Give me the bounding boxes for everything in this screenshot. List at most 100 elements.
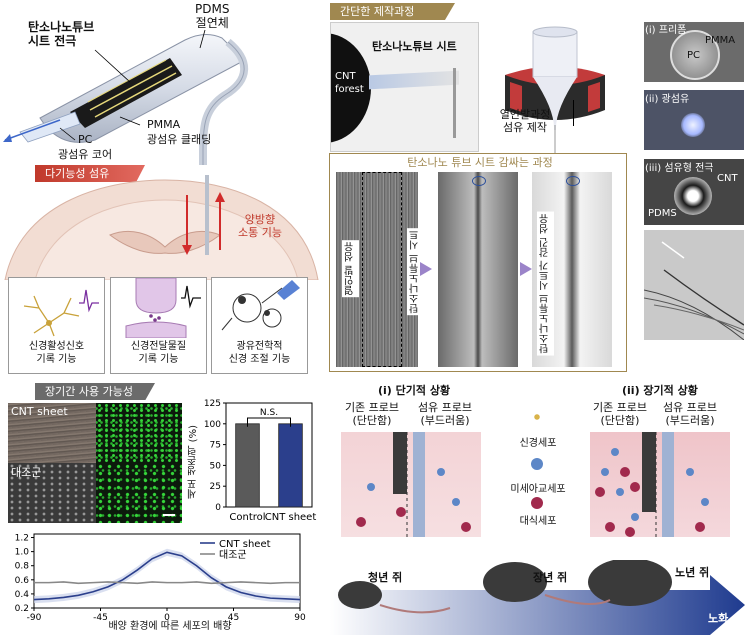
line-y-tick-label: 0.2: [15, 604, 29, 614]
brain-section: 양방향 소통 기능: [0, 175, 320, 281]
line-legend-label: 대조군: [219, 549, 247, 561]
label-fe-pdms: PDMS: [648, 208, 677, 219]
cnt-sheet-strip: [369, 70, 459, 90]
line-y-tick-label: 0.8: [15, 562, 30, 572]
label-preform: (i) 프리폼: [645, 25, 687, 36]
photo-wrapping-stage: [438, 172, 518, 367]
fiber-schematic: 탄소나노튜브 시트 전극 PDMS 절연체 PMMA 광섬유 클래딩 PC 광섬…: [0, 0, 320, 165]
panel-optogenetic: 광유전학적 신경 조절 기능: [211, 277, 308, 374]
photo-cnt-sheet-brightfield: [8, 403, 96, 463]
line-y-tick-label: 0.4: [15, 590, 30, 600]
photo-control-fluorescence: [96, 463, 182, 523]
line-chart-svg: 0.2 0.4 0.6 0.8 1.0 1.2 -90 -45 0 45 90 CNT sheet대조…: [15, 533, 306, 623]
line-x-tick-label: -45: [93, 613, 108, 623]
label-long-term: (ii) 장기적 상황: [622, 384, 698, 397]
line-chart-xlabel: 배양 환경에 따른 세포의 배향: [108, 621, 232, 632]
line-y-tick-label: 0.6: [15, 576, 30, 586]
label-bidirectional: 양방향 소통 기능: [238, 213, 282, 239]
banner-long-term: 장기간 사용 가능성: [35, 383, 155, 400]
label-cnt-sheet-electrode: 탄소나노튜브 시트 전극: [28, 20, 95, 48]
arrow-to-fiber: [573, 100, 574, 126]
bar-y-tick-label: 0: [215, 503, 221, 513]
synapse-icon: [125, 277, 201, 339]
legend-macrophage-icon: [531, 497, 543, 509]
label-preform-pc: PC: [687, 50, 701, 61]
optogenetic-icon: [221, 280, 300, 331]
photo-optical-fiber: [644, 90, 744, 150]
bar-y-tick-label: 125: [204, 399, 221, 409]
banner-long-term-label: 장기간 사용 가능성: [45, 385, 133, 398]
brain-illustration: [4, 175, 319, 281]
rotation-arrow-1: [472, 176, 486, 186]
label-drawn-fiber: 열인발 섬유: [342, 240, 359, 298]
bar-chart-ylabel: 세포 생존력 (%): [188, 425, 199, 499]
bar-significance-label: N.S.: [260, 408, 278, 418]
bar-y-tick-label: 75: [210, 441, 221, 451]
label-cnt-sheet-photo: CNT sheet: [11, 405, 68, 418]
label-fiber-probe-2: 섬유 프로브 (부드러움): [662, 401, 718, 427]
arrow-stage-2: [520, 262, 532, 276]
label-fe-cnt: CNT: [717, 173, 738, 184]
label-neural-signal: 신경활성신호 기록 기능: [28, 341, 85, 365]
label-thermal-draw: 열인발과정 섬유 제작: [499, 108, 551, 134]
label-pc-core: 광섬유 코어: [58, 148, 113, 161]
label-neurotransmitter: 신경전달물질 기록 기능: [130, 341, 187, 365]
banner-multifunctional: 다기능성 섬유: [35, 165, 145, 182]
line-cnt-sheet-band: [34, 548, 300, 604]
line-x-tick-label: 45: [228, 613, 239, 623]
photo-control-brightfield: [8, 463, 96, 523]
label-pmma-cladding: 광섬유 클래딩: [147, 133, 212, 146]
line-series-cnt-sheet: [33, 551, 301, 601]
line-x-tick-label: -90: [27, 613, 42, 623]
thermal-draw-illustration: [490, 20, 625, 155]
bar-control: [235, 423, 260, 508]
legend-microglia-icon: [531, 458, 543, 470]
bar-y-tick-label: 100: [204, 420, 221, 430]
line-series-control: [34, 581, 300, 585]
label-pmma: PMMA: [147, 118, 181, 131]
bar-y-tick-label: 50: [210, 461, 222, 471]
scale-bar: [163, 514, 175, 516]
label-cnt-sheet: 탄소나노튜브 시트: [372, 40, 457, 53]
label-pc: PC: [78, 133, 93, 146]
bar-significance-bracket: [247, 417, 291, 422]
line-x-tick-label: 0: [164, 613, 170, 623]
bar-category-label: Control: [229, 512, 265, 523]
photo-cnt-forest: [330, 22, 479, 152]
dashed-fiber-outline: [362, 172, 402, 367]
label-aging: 노화: [708, 612, 729, 625]
label-fiber-probe-1: 섬유 프로브 (부드러움): [417, 401, 473, 427]
label-control-photo: 대조군: [11, 466, 42, 479]
label-cnt-forest: CNT forest: [335, 71, 364, 95]
label-optical-fiber: (ii) 광섬유: [645, 94, 690, 105]
panel-neural-signal: 신경활성신호 기록 기능: [8, 277, 105, 374]
banner-simple-process-label: 간단한 제작과정: [340, 5, 415, 18]
panel-neurotransmitter: 신경전달물질 기록 기능: [110, 277, 207, 374]
line-legend-label: CNT sheet: [219, 539, 271, 550]
label-macrophage: 대식세포: [519, 516, 557, 527]
optical-fiber-disc: [681, 113, 705, 137]
aging-arrow-svg: [330, 558, 745, 635]
line-x-tick-label: 90: [294, 613, 306, 623]
line-y-tick-label: 1.2: [15, 534, 29, 544]
bar-y-tick-label: 25: [210, 482, 221, 492]
label-old-mouse: 노년 쥐: [675, 566, 710, 579]
label-conventional-probe-2: 기존 프로브 (단단함): [592, 401, 648, 427]
label-preform-pmma: PMMA: [705, 35, 736, 46]
label-short-term: (i) 단기적 상황: [378, 384, 451, 397]
bar-cnt-sheet: [278, 423, 303, 508]
label-microglia: 미세아교세포: [510, 484, 566, 495]
label-conventional-probe-1: 기존 프로브 (단단함): [344, 401, 400, 427]
line-y-tick-label: 1.0: [15, 548, 30, 558]
rotation-arrow-2: [566, 176, 580, 186]
thermal-draw-drawing: [505, 26, 605, 155]
fiber-drawing: [3, 29, 249, 165]
photo-fiber-electrode: [644, 159, 744, 225]
banner-simple-process: 간단한 제작과정: [330, 3, 455, 20]
label-young-mouse: 청년 쥐: [368, 571, 403, 584]
aging-arrow: [330, 558, 745, 635]
fiber-electrode-disc: [674, 177, 712, 215]
label-wrapped-fiber: 탄소나노튜브 시트가 감긴 섬유: [537, 212, 554, 356]
